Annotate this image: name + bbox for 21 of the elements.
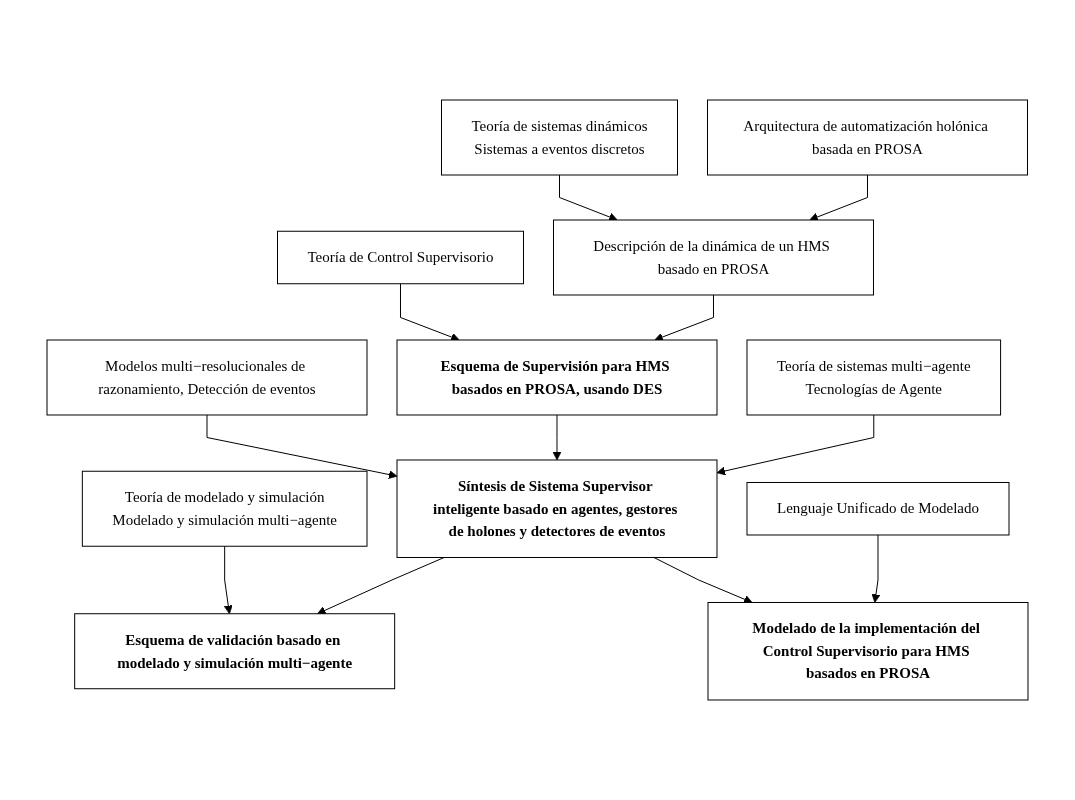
- node-box: Descripción de la dinámica de un HMS basado en PROSA: [553, 219, 874, 296]
- arrow: [206, 414, 398, 479]
- node-box: Teoría de sistemas multi−agente Tecnologías de Agente: [746, 339, 1002, 416]
- arrow: [317, 557, 445, 615]
- node-box: Teoría de modelado y simulación Modelado y simulación multi−agente: [81, 470, 368, 547]
- node-box: Modelado de la implementación del Control Supervisorio para HMS basados en PROSA: [707, 602, 1029, 701]
- arrow: [871, 534, 881, 603]
- node-box: Esquema de Supervisión para HMS basados en PROSA, usando DES: [396, 339, 718, 416]
- arrow: [653, 557, 753, 604]
- node-box: Arquitectura de automatización holónica basada en PROSA: [707, 99, 1028, 176]
- node-box: Teoría de Control Supervisorio: [277, 230, 524, 285]
- node-box: Modelos multi−resolucionales de razonamiento, Detección de eventos: [46, 339, 368, 416]
- arrow: [716, 414, 875, 476]
- node-box: Síntesis de Sistema Supervisor inteligente basado en agentes, gestores de holones y detectores de eventos: [396, 459, 718, 558]
- arrow: [223, 545, 233, 615]
- node-box: Lenguaje Unificado de Modelado: [746, 482, 1010, 536]
- arrow: [809, 174, 868, 222]
- node-box: Esquema de validación basado en modelado y simulación multi−agente: [74, 613, 396, 690]
- node-box: Teoría de sistemas dinámicos Sistemas a eventos discretos: [441, 99, 678, 176]
- arrow: [552, 414, 562, 461]
- arrow: [559, 174, 618, 222]
